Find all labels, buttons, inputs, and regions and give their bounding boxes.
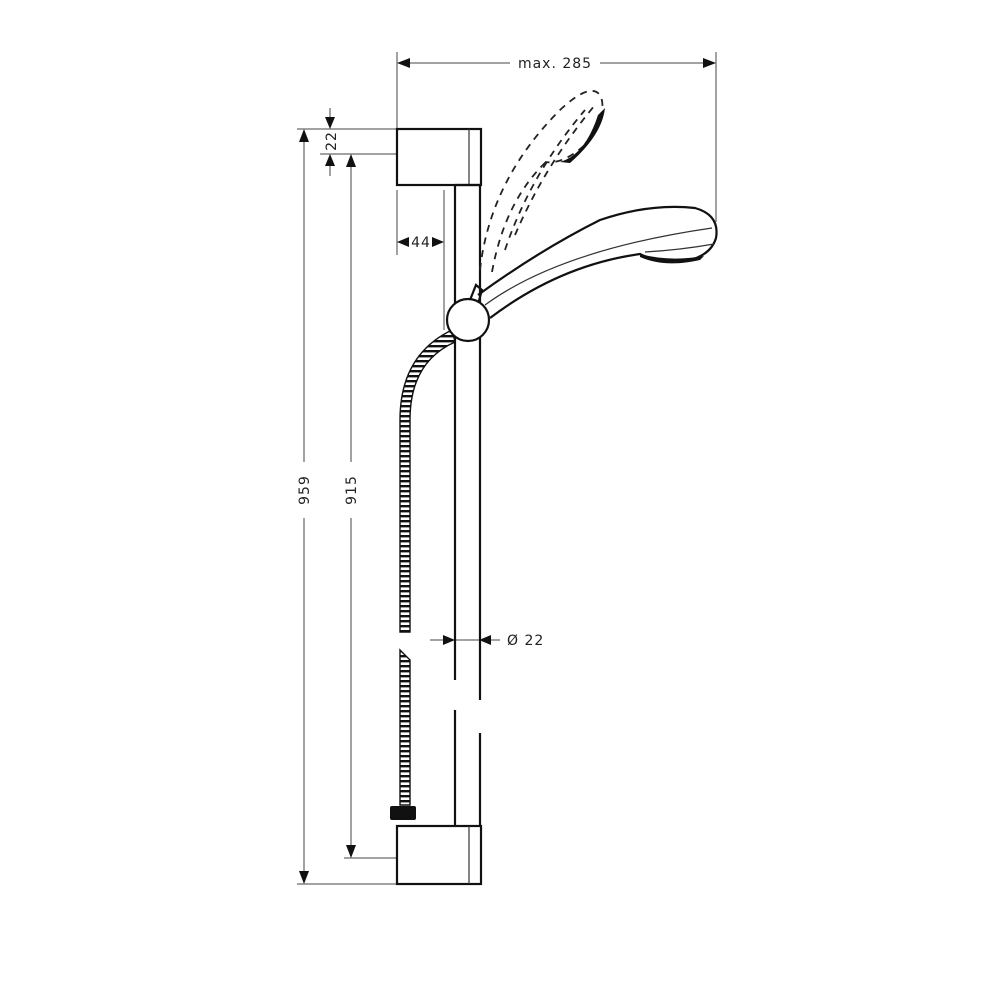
wall-bracket-bottom [395, 824, 483, 886]
max-reach-label: max. 285 [518, 56, 592, 72]
slider [445, 297, 491, 343]
bar-diameter-dimension: Ø 22 [430, 633, 544, 649]
slide-bar [453, 183, 482, 826]
max-reach-dimension: max. 285 [396, 52, 717, 222]
bar-centres-label: 915 [344, 475, 360, 505]
bar-offset-label: 44 [411, 235, 431, 251]
bar-diameter-label: Ø 22 [507, 633, 544, 649]
shower-hose [399, 328, 456, 806]
hose-nut [390, 806, 416, 820]
bar-centres-dimension: 915 [344, 154, 397, 859]
bracket-height-dimension: 22 [297, 108, 397, 176]
overall-height-dimension: 959 [297, 129, 397, 885]
wall-bracket-top [395, 127, 483, 187]
overall-height-label: 959 [297, 475, 313, 505]
hand-shower [468, 205, 718, 319]
hand-shower-tilted [479, 90, 605, 273]
bar-offset-dimension: 44 [396, 190, 445, 330]
bracket-height-label: 22 [324, 131, 340, 151]
